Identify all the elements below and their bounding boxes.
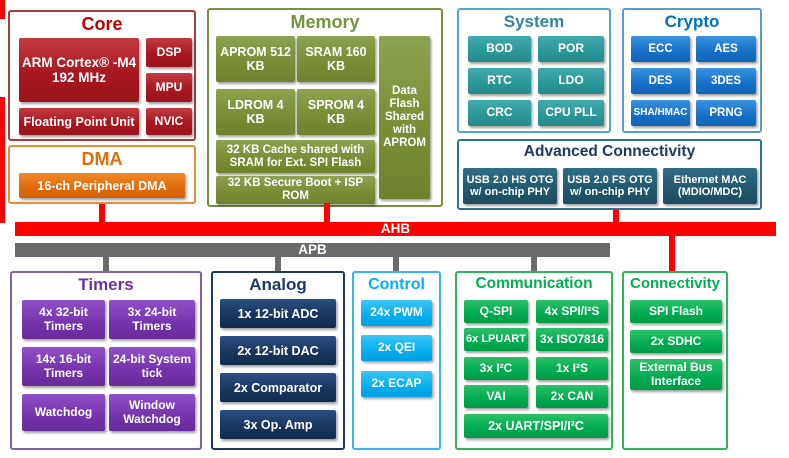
- bod-box: BOD: [468, 36, 531, 62]
- data-flash-box: Data Flash Shared with APROM: [379, 36, 430, 199]
- advanced-connectivity-title: Advanced Connectivity: [523, 143, 696, 160]
- ldo-box: LDO: [538, 68, 604, 94]
- timer-32bit-box: 4x 32-bit Timers: [22, 300, 105, 339]
- memory-title: Memory: [290, 12, 360, 32]
- bus-connector-apb-control: [393, 257, 399, 271]
- advanced-connectivity-block: Advanced Connectivity USB 2.0 HS OTG w/ …: [457, 139, 762, 210]
- analog-block: Analog 1x 12-bit ADC 2x 12-bit DAC 2x Co…: [211, 271, 345, 450]
- nvic-box: NVIC: [146, 108, 192, 135]
- timers-block: Timers 4x 32-bit Timers 3x 24-bit Timers…: [10, 271, 202, 450]
- i2s-box: 1x I²S: [536, 357, 608, 380]
- window-watchdog-box: Window Watchdog: [109, 394, 195, 431]
- bus-connector-apb-communication: [531, 257, 537, 271]
- bus-connector-dma-ahb: [99, 204, 105, 222]
- usb-fs-otg-box: USB 2.0 FS OTG w/ on-chip PHY: [563, 168, 657, 204]
- 3des-box: 3DES: [696, 68, 756, 94]
- dma-title: DMA: [81, 149, 123, 169]
- communication-title: Communication: [475, 275, 593, 292]
- external-bus-box: External Bus Interface: [630, 359, 722, 390]
- adc-box: 1x 12-bit ADC: [220, 299, 336, 328]
- memory-block: Memory APROM 512 KB SRAM 160 KB LDROM 4 …: [207, 8, 443, 207]
- pwm-box: 24x PWM: [361, 300, 432, 326]
- timer-16bit-box: 14x 16-bit Timers: [22, 347, 105, 386]
- usb-hs-otg-box: USB 2.0 HS OTG w/ on-chip PHY: [463, 168, 557, 204]
- iso7816-box: 3x ISO7816: [536, 328, 608, 351]
- rtc-box: RTC: [468, 68, 531, 94]
- crc-box: CRC: [468, 100, 531, 126]
- watchdog-box: Watchdog: [22, 394, 105, 431]
- system-block: System BOD POR RTC LDO CRC CPU PLL: [457, 8, 611, 133]
- bus-connector-apb-analog: [275, 257, 281, 271]
- connectivity-title: Connectivity: [629, 275, 720, 292]
- ahb-left-edge-line: [0, 97, 5, 223]
- analog-title: Analog: [249, 275, 307, 294]
- bus-connector-ahb-connectivity: [669, 236, 675, 271]
- ethernet-mac-box: Ethernet MAC (MDIO/MDC): [663, 168, 757, 204]
- can-box: 2x CAN: [536, 385, 608, 408]
- qei-box: 2x QEI: [361, 335, 432, 361]
- apb-bus: APB: [15, 243, 610, 257]
- crypto-title: Crypto: [664, 12, 720, 31]
- bus-connector-memory-ahb: [324, 203, 330, 222]
- sram-box: SRAM 160 KB: [297, 36, 375, 82]
- timer-24bit-box: 3x 24-bit Timers: [109, 300, 195, 339]
- sha-hmac-box: SHA/HMAC: [631, 100, 690, 126]
- des-box: DES: [631, 68, 690, 94]
- ecap-box: 2x ECAP: [361, 371, 432, 397]
- connectivity-block: Connectivity SPI Flash 2x SDHC External …: [622, 271, 728, 450]
- i2c-box: 3x I²C: [464, 357, 528, 380]
- spi-i2s-box: 4x SPI/I²S: [536, 300, 608, 323]
- ldrom-box: LDROM 4 KB: [216, 89, 295, 135]
- qspi-box: Q-SPI: [464, 300, 528, 323]
- timers-title: Timers: [78, 275, 134, 294]
- aprom-box: APROM 512 KB: [216, 36, 295, 82]
- uart-spi-i2c-box: 2x UART/SPI/I²C: [464, 414, 608, 438]
- communication-block: Communication Q-SPI 4x SPI/I²S 6x LPUART…: [455, 271, 613, 450]
- core-title: Core: [81, 14, 123, 34]
- comparator-box: 2x Comparator: [220, 373, 336, 402]
- spi-flash-box: SPI Flash: [630, 300, 722, 323]
- cpu-box: ARM Cortex® -M4 192 MHz: [19, 38, 139, 102]
- lpuart-box: 6x LPUART: [464, 328, 528, 351]
- ahb-bus: AHB: [15, 222, 776, 236]
- dac-box: 2x 12-bit DAC: [220, 336, 336, 365]
- ecc-box: ECC: [631, 36, 690, 62]
- sprom-box: SPROM 4 KB: [297, 89, 375, 135]
- system-title: System: [503, 12, 565, 31]
- bus-connector-apb-timers: [103, 257, 109, 271]
- mpu-box: MPU: [146, 73, 192, 102]
- prng-box: PRNG: [696, 100, 756, 126]
- pdma-box: 16-ch Peripheral DMA: [19, 173, 185, 198]
- sdhc-box: 2x SDHC: [630, 330, 722, 353]
- cpu-pll-box: CPU PLL: [538, 100, 604, 126]
- opamp-box: 3x Op. Amp: [220, 410, 336, 439]
- ahb-left-edge-line: [0, 0, 5, 19]
- control-block: Control 24x PWM 2x QEI 2x ECAP: [352, 271, 441, 450]
- dsp-box: DSP: [146, 38, 192, 67]
- vai-box: VAI: [464, 385, 528, 408]
- fpu-box: Floating Point Unit: [19, 108, 139, 135]
- por-box: POR: [538, 36, 604, 62]
- crypto-block: Crypto ECC AES DES 3DES SHA/HMAC PRNG: [622, 8, 762, 133]
- aes-box: AES: [696, 36, 756, 62]
- core-block: Core ARM Cortex® -M4 192 MHz DSP MPU Flo…: [8, 10, 196, 141]
- cache-box: 32 KB Cache shared with SRAM for Ext. SP…: [216, 140, 375, 173]
- dma-block: DMA 16-ch Peripheral DMA: [8, 145, 196, 204]
- secure-boot-box: 32 KB Secure Boot + ISP ROM: [216, 176, 375, 204]
- bus-connector-advconn-ahb: [613, 210, 619, 222]
- control-title: Control: [368, 276, 425, 293]
- systick-box: 24-bit System tick: [109, 347, 195, 386]
